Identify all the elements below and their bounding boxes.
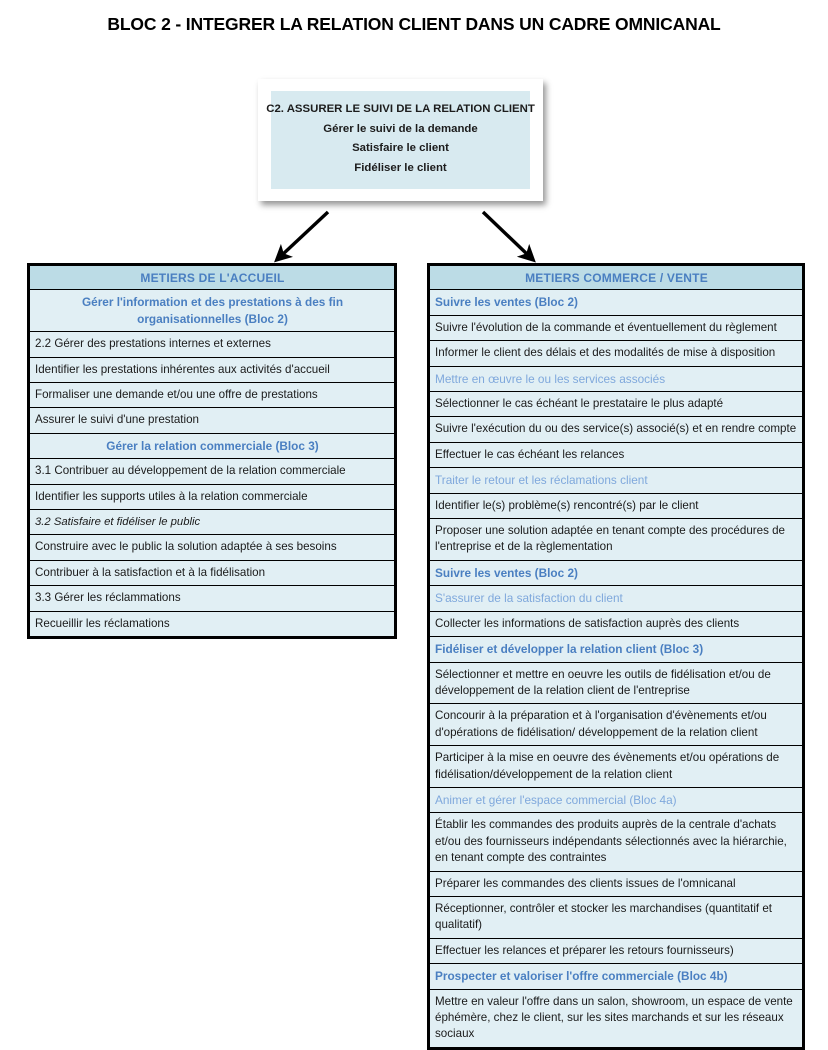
table-row: Informer le client des délais et des mod… [430,341,802,367]
table-row: S'assurer de la satisfaction du client [430,586,802,612]
page-title: BLOC 2 - INTEGRER LA RELATION CLIENT DAN… [107,14,721,34]
table-row: Traiter le retour et les réclamations cl… [430,468,802,494]
table-row: Suivre les ventes (Bloc 2) [430,290,802,316]
table-metiers-commerce-vente: METIERS COMMERCE / VENTE Suivre les vent… [427,263,805,1050]
table-row: Effectuer le cas échéant les relances [430,442,802,469]
table-metiers-accueil: METIERS DE L'ACCUEIL Gérer l'information… [27,263,397,640]
table-row: Préparer les commandes des clients issue… [430,871,802,897]
table-row: 3.3 Gérer les réclammations [30,586,394,612]
table-row: Collecter les informations de satisfacti… [430,611,802,638]
table-row: 3.2 Satisfaire et fidéliser le public [30,510,394,536]
table-row: Suivre l'exécution du ou des service(s) … [430,417,802,443]
competence-line-2: Satisfaire le client [352,142,449,154]
table-row: Identifier les prestations inhérentes au… [30,357,394,384]
competence-card: C2. ASSURER LE SUIVI DE LA RELATION CLIE… [258,79,543,201]
competence-card-body: C2. ASSURER LE SUIVI DE LA RELATION CLIE… [266,91,535,189]
competence-title: C2. ASSURER LE SUIVI DE LA RELATION CLIE… [266,103,535,115]
table-row: Identifier le(s) problème(s) rencontré(s… [430,493,802,520]
table-row: Prospecter et valoriser l'offre commerci… [430,964,802,990]
table-row: Effectuer les relances et préparer les r… [430,938,802,965]
table-row: Fidéliser et développer la relation clie… [430,637,802,663]
competence-line-1: Gérer le suivi de la demande [323,122,478,135]
table-row: Contribuer à la satisfaction et à la fid… [30,560,394,587]
arrow-to-accueil [274,210,330,263]
table-row: Mettre en œuvre le ou les services assoc… [430,366,802,393]
table-row: Suivre l'évolution de la commande et éve… [430,315,802,342]
table-row: Gérer l'information et des prestations à… [30,290,394,333]
table-row: Sélectionner le cas échéant le prestatai… [430,392,802,418]
table-row: Construire avec le public la solution ad… [30,535,394,561]
table-row: Suivre les ventes (Bloc 2) [430,560,802,587]
table-row: Animer et gérer l'espace commercial (Blo… [430,787,802,814]
table-row: Concourir à la préparation et à l'organi… [430,704,802,747]
table-row: Assurer le suivi d'une prestation [30,408,394,434]
table-row: 3.1 Contribuer au développement de la re… [30,459,394,485]
table-row: Gérer la relation commerciale (Bloc 3) [30,433,394,460]
competence-line-3: Fidéliser le client [354,161,447,174]
table-row: Recueillir les réclamations [30,611,394,637]
arrow-to-commerce [481,210,536,263]
table-row: Proposer une solution adaptée en tenant … [430,519,802,561]
table-row: 2.2 Gérer des prestations internes et ex… [30,332,394,358]
table-header-commerce: METIERS COMMERCE / VENTE [430,266,802,291]
table-row: Identifier les supports utiles à la rela… [30,484,394,511]
table-row: Formaliser une demande et/ou une offre d… [30,383,394,409]
table-row: Réceptionner, contrôler et stocker les m… [430,896,802,939]
table-row: Sélectionner et mettre en oeuvre les out… [430,662,802,705]
table-row: Participer à la mise en oeuvre des évène… [430,746,802,788]
table-header-accueil: METIERS DE L'ACCUEIL [30,266,394,291]
table-row: Établir les commandes des produits auprè… [430,813,802,872]
table-row: Mettre en valeur l'offre dans un salon, … [430,989,802,1047]
